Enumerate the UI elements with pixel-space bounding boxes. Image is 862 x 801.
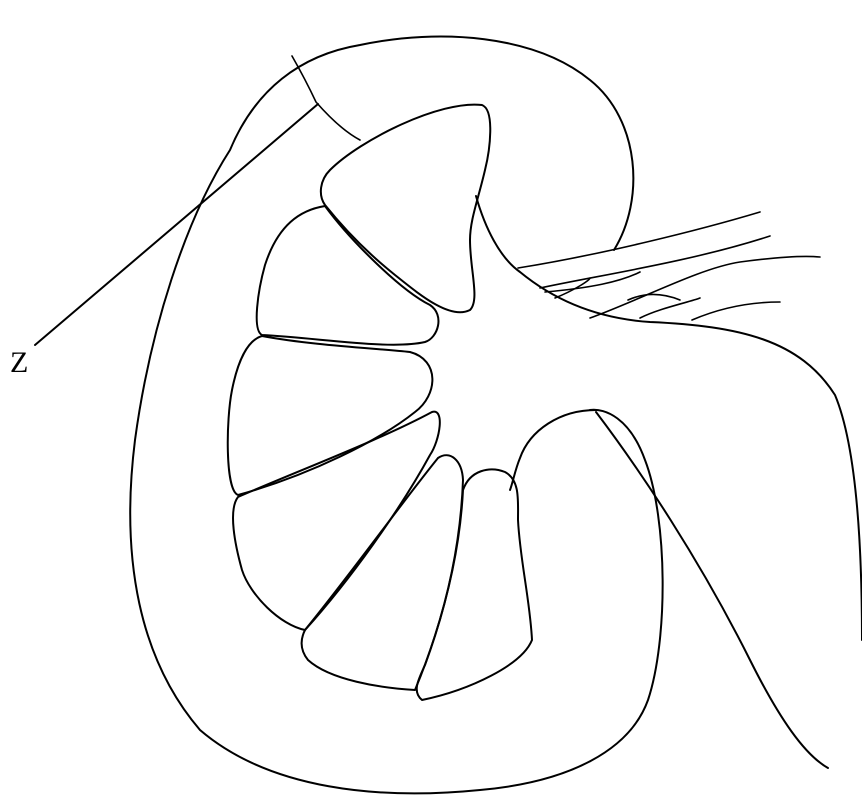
renal-pyramid-2 (257, 206, 439, 345)
ureter (596, 412, 828, 768)
label-z: Z (10, 346, 28, 379)
kidney-outer-capsule (130, 37, 662, 794)
renal-vessel-5 (590, 256, 820, 318)
cortex-boundary-line (292, 56, 360, 140)
renal-sinus-lower-outline (510, 410, 596, 490)
renal-vessel-8 (692, 302, 780, 320)
renal-pyramid-6 (417, 469, 532, 700)
renal-pyramid-5 (302, 455, 463, 690)
renal-pyramid-3 (228, 336, 433, 495)
renal-vessel-7 (640, 298, 700, 318)
renal-pyramid-1 (321, 105, 490, 313)
renal-vessel-1 (518, 212, 760, 268)
renal-vessel-3 (545, 272, 640, 292)
label-z-pointer-line (35, 104, 318, 345)
renal-pyramid-4 (233, 412, 440, 630)
